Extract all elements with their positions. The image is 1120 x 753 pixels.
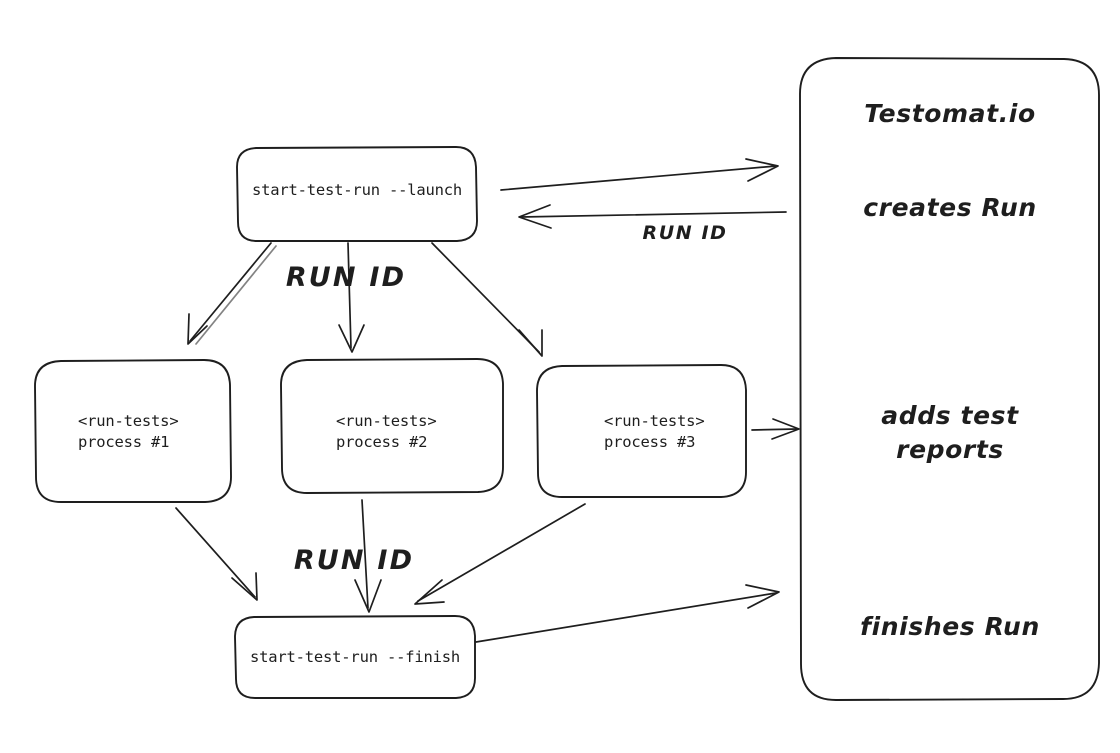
- node-process1-shape[interactable]: [34, 359, 232, 503]
- node-launch-shape[interactable]: [236, 146, 478, 242]
- panel-step-creates-run: creates Run: [863, 193, 1037, 222]
- node-finish-shape[interactable]: [234, 615, 476, 699]
- edge-label-run-id-return: RUN ID: [642, 222, 728, 244]
- edge-launch-to-panel: [500, 158, 779, 191]
- testomat-panel-shape[interactable]: [799, 57, 1100, 701]
- edge-process1-to-finish: [175, 507, 258, 601]
- node-process3-shape[interactable]: [536, 364, 747, 498]
- edge-launch-to-process3: [431, 242, 543, 357]
- edge-process3-to-finish: [414, 503, 586, 605]
- node-process1-label-line1: <run-tests>: [78, 412, 179, 430]
- panel-title: Testomat.io: [864, 99, 1036, 128]
- panel-step-adds-test-reports-line1: adds test: [881, 401, 1019, 430]
- node-process1-label-line2: process #1: [78, 433, 170, 451]
- edge-finish-to-panel: [475, 584, 780, 643]
- node-process3-label-line1: <run-tests>: [604, 412, 705, 430]
- panel-step-adds-test-reports-line2: reports: [896, 435, 1004, 464]
- edge-launch-to-process1: [187, 242, 277, 345]
- node-process3-label-line2: process #3: [604, 433, 696, 451]
- panel-step-finishes-run: finishes Run: [860, 612, 1040, 641]
- node-finish-label: start-test-run --finish: [249, 648, 461, 666]
- edge-process2-to-finish: [354, 499, 382, 613]
- node-process2-shape[interactable]: [280, 358, 504, 494]
- node-process2-label-line1: <run-tests>: [336, 412, 437, 430]
- edge-label-run-id-fanout: RUN ID: [285, 262, 407, 293]
- node-process2-label-line2: process #2: [336, 433, 428, 451]
- edge-panel-to-launch-runid: [518, 204, 787, 229]
- edge-label-run-id-collect: RUN ID: [293, 545, 415, 576]
- node-launch-label: start-test-run --launch: [251, 181, 463, 199]
- edge-process3-to-panel: [751, 418, 800, 440]
- edge-launch-to-process2: [338, 242, 365, 353]
